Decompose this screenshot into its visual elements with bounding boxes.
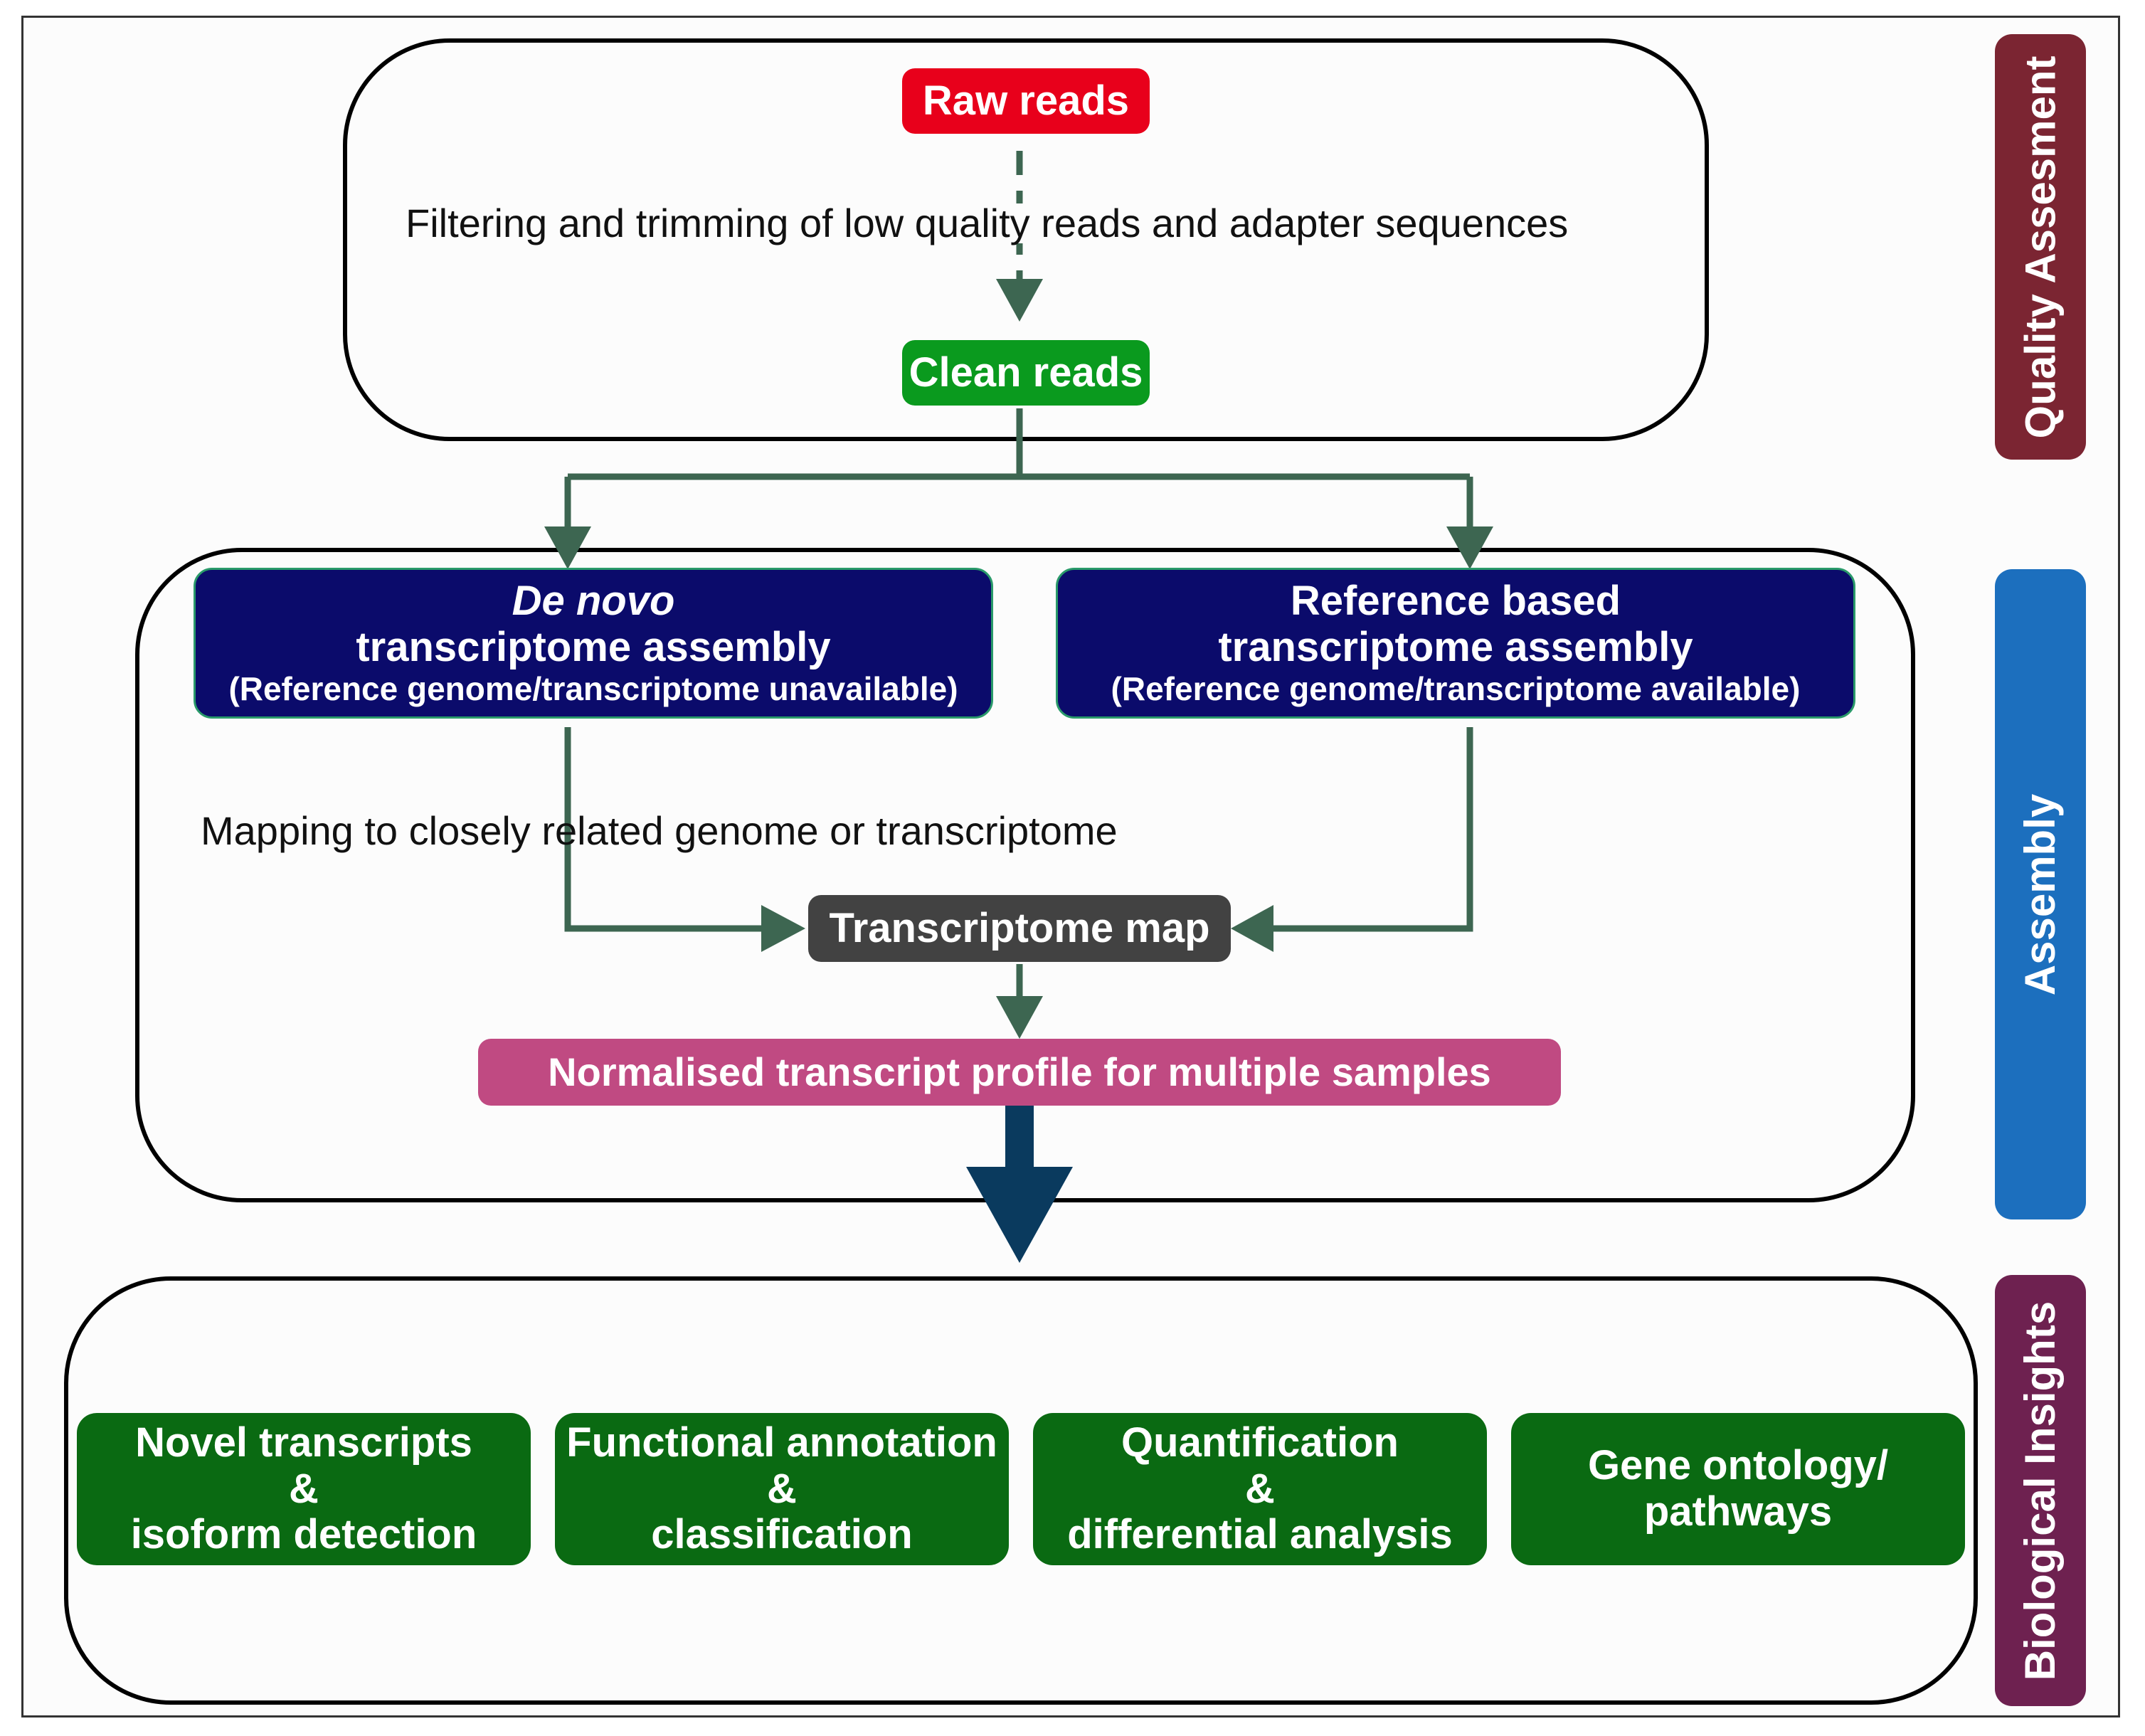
side-label-quality: Quality Assesment <box>1995 34 2086 460</box>
normalised-profile-box: Normalised transcript profile for multip… <box>478 1039 1561 1106</box>
reference-subtitle: (Reference genome/transcriptome availabl… <box>1111 670 1801 708</box>
insight-box-gene-ontology: Gene ontology/ pathways <box>1511 1413 1965 1565</box>
filter-label: Filtering and trimming of low quality re… <box>403 203 1572 243</box>
denovo-to-map-arrowhead <box>761 905 805 952</box>
insight-line: classification <box>651 1511 913 1558</box>
reference-title-line1: Reference based <box>1290 578 1621 625</box>
clean-reads-box: Clean reads <box>902 340 1150 406</box>
mapping-label: Mapping to closely related genome or tra… <box>201 808 1118 853</box>
insight-line: & <box>289 1465 319 1512</box>
denovo-to-map-line <box>564 727 768 932</box>
insight-line: & <box>1245 1465 1275 1512</box>
insight-line: Functional annotation <box>566 1419 997 1466</box>
side-label-text: Quality Assesment <box>2016 55 2065 438</box>
quality-stage-container <box>343 38 1709 441</box>
insight-line: differential analysis <box>1067 1511 1453 1558</box>
insight-line: pathways <box>1643 1488 1833 1535</box>
denovo-assembly-box: De novo transcriptome assembly (Referenc… <box>194 568 993 719</box>
big-arrow-head <box>966 1167 1073 1263</box>
insights-stage-container <box>64 1276 1978 1705</box>
insight-line: Gene ontology/ <box>1587 1442 1889 1489</box>
reference-title: transcriptome assembly <box>1218 624 1693 671</box>
insight-line: Quantification <box>1121 1419 1399 1466</box>
insight-box-functional-annotation: Functional annotation & classification <box>555 1413 1009 1565</box>
reference-to-map-arrowhead <box>1231 905 1273 952</box>
big-arrow-shaft <box>1005 1101 1034 1173</box>
side-label-text: Biological Insights <box>2016 1301 2065 1681</box>
side-label-assembly: Assembly <box>1995 569 2086 1219</box>
side-label-bio: Biological Insights <box>1995 1275 2086 1706</box>
insight-box-quantification: Quantification & differential analysis <box>1033 1413 1487 1565</box>
insight-line: & <box>767 1465 797 1512</box>
reference-arrowhead <box>1446 526 1493 569</box>
insight-line: isoform detection <box>130 1511 477 1558</box>
transcriptome-map-label: Transcriptome map <box>829 904 1210 951</box>
denovo-arrowhead <box>544 526 591 569</box>
raw-reads-box: Raw reads <box>902 68 1150 134</box>
raw-to-clean-arrowhead <box>996 279 1043 322</box>
raw-reads-label: Raw reads <box>922 77 1130 124</box>
map-to-profile-arrowhead <box>996 996 1043 1039</box>
side-label-text: Assembly <box>2016 793 2065 995</box>
transcriptome-map-box: Transcriptome map <box>808 895 1231 962</box>
clean-reads-label: Clean reads <box>909 349 1143 396</box>
reference-to-map-line <box>1266 727 1473 932</box>
insight-line: Novel transcripts <box>135 1419 472 1466</box>
denovo-title-italic: De novo <box>512 578 675 625</box>
denovo-title: transcriptome assembly <box>356 624 831 671</box>
insight-box-novel-transcripts: Novel transcripts & isoform detection <box>77 1413 531 1565</box>
normalised-profile-label: Normalised transcript profile for multip… <box>548 1049 1491 1094</box>
reference-assembly-box: Reference based transcriptome assembly (… <box>1056 568 1855 719</box>
denovo-subtitle: (Reference genome/transcriptome unavaila… <box>228 670 958 708</box>
